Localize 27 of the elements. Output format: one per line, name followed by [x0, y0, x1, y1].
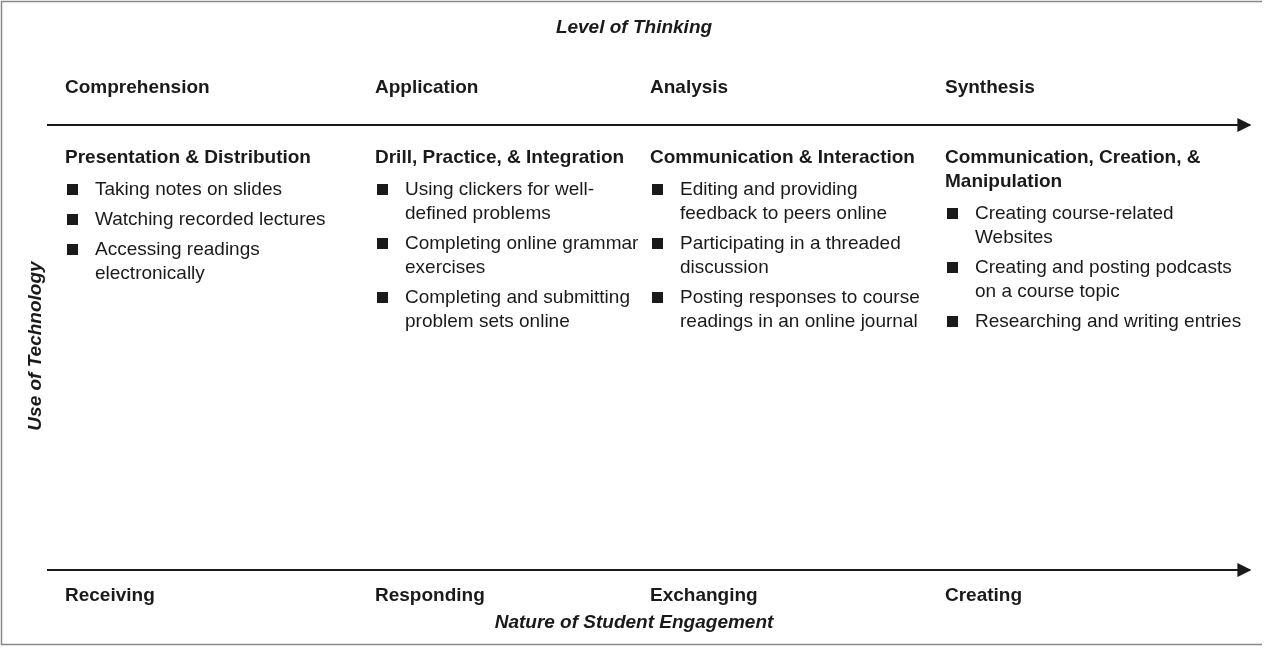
- list-item: Completing online grammar exercises: [405, 232, 639, 277]
- list-item: Editing and providing feedback to peers online: [680, 178, 888, 223]
- axis-level-label: Exchanging: [650, 584, 758, 606]
- axis-level-label: Application: [375, 76, 479, 98]
- list-item: Researching and writing entries: [975, 310, 1242, 331]
- list-item: Creating course-related Websites: [975, 202, 1174, 247]
- list-item: Participating in a threaded discussion: [680, 232, 901, 277]
- column-heading: Presentation & Distribution: [65, 145, 312, 169]
- diagram-title: Level of Thinking: [554, 16, 714, 38]
- list-item: Creating and posting podcasts on a course topic: [975, 256, 1232, 301]
- list-item: Accessing readings electronically: [95, 238, 260, 283]
- axis-title: Use of Technology: [24, 260, 46, 433]
- diagram-caption: Nature of Student Engagement: [493, 611, 775, 633]
- axis-level-label: Comprehension: [65, 76, 210, 98]
- axis-level-label: Analysis: [650, 76, 729, 98]
- axis-level-label: Creating: [945, 584, 1023, 606]
- axis-level-label: Receiving: [65, 584, 155, 606]
- list-item: Using clickers for well-defined problems: [405, 178, 594, 223]
- list-item: Completing and submitting problem sets online: [405, 286, 630, 331]
- list-item: Posting responses to course readings in an online journal: [680, 286, 920, 331]
- axis-level-label: Synthesis: [945, 76, 1035, 98]
- list-item: Watching recorded lectures: [95, 208, 326, 229]
- column-heading: Communication & Interaction: [650, 145, 916, 169]
- axis-level-label: Responding: [375, 584, 485, 606]
- list-item: Taking notes on slides: [95, 178, 282, 199]
- column-heading: Communication, Creation, & Manipulation: [945, 145, 1202, 193]
- column-heading: Drill, Practice, & Integration: [375, 145, 626, 169]
